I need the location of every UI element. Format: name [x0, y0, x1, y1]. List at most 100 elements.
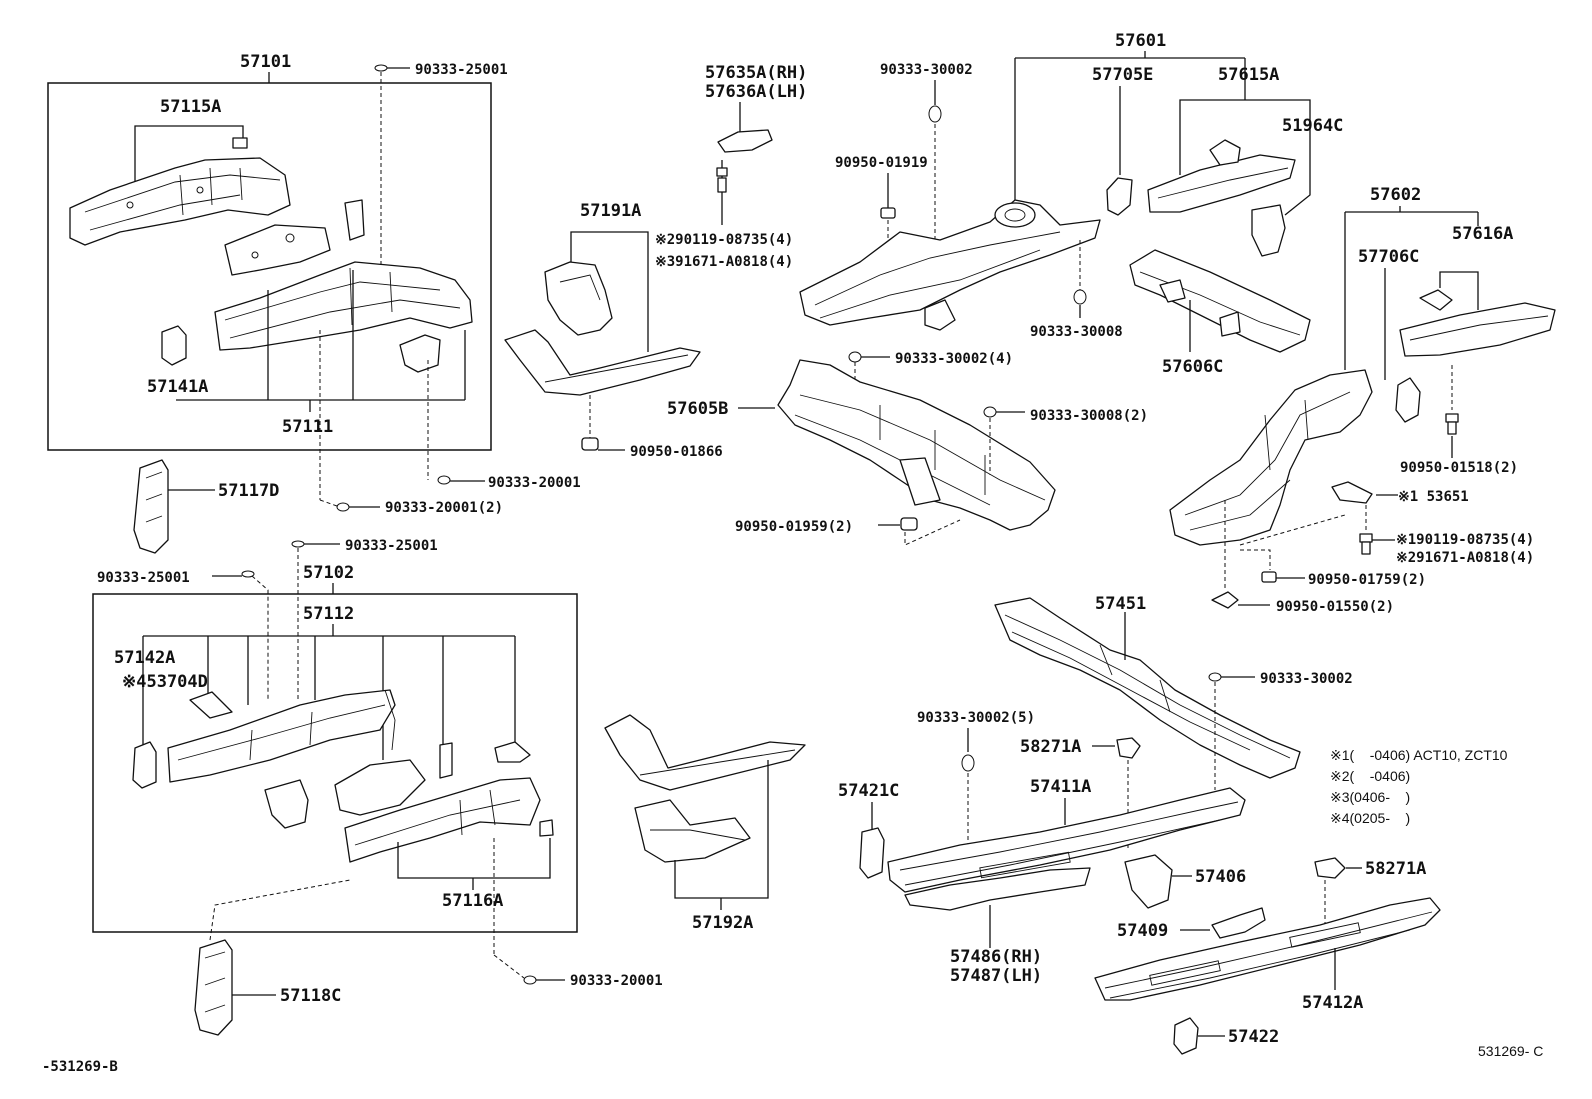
- label-90950-01866: 90950-01866: [630, 444, 723, 460]
- label-90950-01550: 90950-01550(2): [1276, 599, 1394, 615]
- label-57636A: 57636A(LH): [705, 82, 807, 102]
- label-291671: ※291671-A0818(4): [1396, 550, 1534, 566]
- footer-right-ref: 531269- C: [1478, 1043, 1543, 1059]
- part-58271A-b: [1314, 857, 1346, 879]
- label-57118C: 57118C: [280, 986, 341, 1006]
- label-57602: 57602: [1370, 185, 1421, 205]
- label-58271A-a: 58271A: [1020, 737, 1081, 757]
- label-57635A: 57635A(RH): [705, 63, 807, 83]
- label-57487: 57487(LH): [950, 966, 1042, 986]
- part-58271A-a: [1116, 737, 1141, 759]
- label-57192A: 57192A: [692, 913, 753, 933]
- part-57192A: [604, 714, 806, 863]
- label-57451: 57451: [1095, 594, 1146, 614]
- group-box-57102: [92, 593, 578, 933]
- label-57411A: 57411A: [1030, 777, 1091, 797]
- label-90333-30002-r: 90333-30002: [1260, 671, 1353, 687]
- part-57406: [1124, 854, 1173, 909]
- label-51964C: 51964C: [1282, 116, 1343, 136]
- label-90950-01759: 90950-01759(2): [1308, 572, 1426, 588]
- label-57102: 57102: [303, 563, 354, 583]
- label-90333-25001-a: 90333-25001: [415, 62, 508, 78]
- label-57412A: 57412A: [1302, 993, 1363, 1013]
- label-90333-20001-a: 90333-20001: [488, 475, 581, 491]
- label-57191A: 57191A: [580, 201, 641, 221]
- part-57118C: [194, 939, 233, 1036]
- part-57451: [994, 597, 1301, 779]
- part-57409: [1211, 907, 1266, 939]
- footnotes: ※1( -0406) ACT10, ZCT10 ※2( -0406) ※3(04…: [1330, 747, 1508, 826]
- nut-icon: [900, 517, 918, 531]
- label-57141A: 57141A: [147, 377, 208, 397]
- label-53651: ※1 53651: [1398, 489, 1469, 505]
- label-57705E: 57705E: [1092, 65, 1153, 85]
- note-4: ※4(0205- ): [1330, 810, 1410, 826]
- label-90950-01518: 90950-01518(2): [1400, 460, 1518, 476]
- label-90333-30002-4: 90333-30002(4): [895, 351, 1013, 367]
- part-57635A: [717, 129, 773, 153]
- label-57601: 57601: [1115, 31, 1166, 51]
- label-90333-30002-5: 90333-30002(5): [917, 710, 1035, 726]
- nut-icon: [880, 207, 896, 219]
- label-90333-25001-b: 90333-25001: [345, 538, 438, 554]
- part-57615A: [1147, 139, 1296, 213]
- part-57601: [799, 199, 1101, 331]
- part-57606C: [1129, 249, 1311, 353]
- label-90950-01919: 90950-01919: [835, 155, 928, 171]
- part-57412A: [1094, 897, 1441, 1001]
- part-57111: [214, 199, 473, 373]
- label-57422: 57422: [1228, 1027, 1279, 1047]
- label-53704D: ※453704D: [122, 672, 208, 692]
- part-57705E: [1106, 177, 1133, 216]
- part-57117D: [133, 459, 169, 554]
- label-57486: 57486(RH): [950, 947, 1042, 967]
- label-391671: ※391671-A0818(4): [655, 254, 793, 270]
- part-57486: [904, 867, 1091, 911]
- label-90333-30008: 90333-30008: [1030, 324, 1123, 340]
- label-57406: 57406: [1195, 867, 1246, 887]
- part-53651: [1331, 481, 1373, 504]
- part-57605B: [777, 359, 1056, 531]
- note-3: ※3(0406- ): [1330, 789, 1410, 805]
- label-57115A: 57115A: [160, 97, 221, 117]
- label-90333-30008-2: 90333-30008(2): [1030, 408, 1148, 424]
- part-57141A: [161, 325, 187, 366]
- label-290119: ※290119-08735(4): [655, 232, 793, 248]
- part-57115A: [69, 157, 291, 246]
- part-57112: [132, 689, 531, 829]
- label-57112: 57112: [303, 604, 354, 624]
- part-57422: [1173, 1017, 1199, 1055]
- bolt-icon: [1445, 413, 1459, 435]
- label-57116A: 57116A: [442, 891, 503, 911]
- part-57116A: [344, 777, 554, 863]
- label-190119: ※190119-08735(4): [1396, 532, 1534, 548]
- label-90333-20001-2: 90333-20001(2): [385, 500, 503, 516]
- label-57409: 57409: [1117, 921, 1168, 941]
- nut-icon: [581, 437, 599, 451]
- label-57421C: 57421C: [838, 781, 899, 801]
- label-57615A: 57615A: [1218, 65, 1279, 85]
- label-57616A: 57616A: [1452, 224, 1513, 244]
- part-57602: [1169, 369, 1373, 546]
- label-57606C: 57606C: [1162, 357, 1223, 377]
- label-57605B: 57605B: [667, 399, 728, 419]
- label-57706C: 57706C: [1358, 247, 1419, 267]
- part-57411A: [887, 787, 1246, 893]
- part-51964C: [1251, 204, 1286, 257]
- footer-left-ref: -531269-B: [42, 1059, 118, 1075]
- bolt-icon: [1359, 533, 1373, 555]
- label-90950-01959: 90950-01959(2): [735, 519, 853, 535]
- label-57142A: 57142A: [114, 648, 175, 668]
- part-57421C: [859, 827, 885, 879]
- part-57616A: [1399, 289, 1556, 357]
- label-57117D: 57117D: [218, 481, 279, 501]
- note-2: ※2( -0406): [1330, 768, 1410, 784]
- label-90333-20001-b: 90333-20001: [570, 973, 663, 989]
- label-57101: 57101: [240, 52, 291, 72]
- label-90333-25001-c: 90333-25001: [97, 570, 190, 586]
- label-90333-30002-top: 90333-30002: [880, 62, 973, 78]
- part-57706C: [1395, 377, 1421, 423]
- nut-icon: [1211, 571, 1277, 609]
- label-58271A-b: 58271A: [1365, 859, 1426, 879]
